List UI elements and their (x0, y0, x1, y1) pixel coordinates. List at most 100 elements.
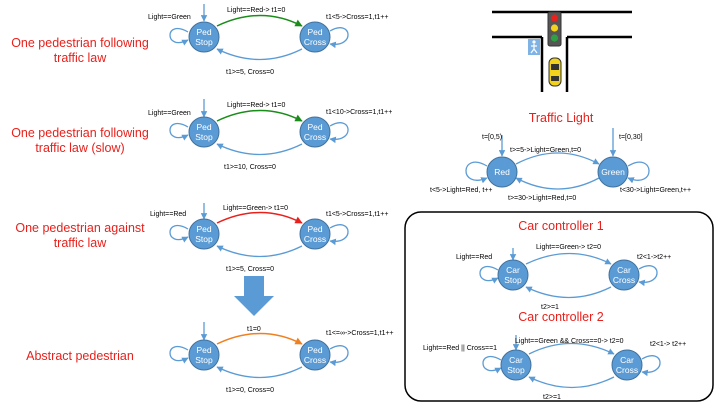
ped-diagram-2: One pedestrian following traffic law (sl… (11, 99, 392, 171)
state-red (486, 156, 518, 188)
state-label: Car (506, 265, 520, 275)
transition-stop-to-cross (216, 211, 303, 224)
state-label: Ped (196, 122, 211, 132)
car-controllers-box (404, 211, 714, 402)
state-ped-cross (299, 116, 331, 148)
traffic-light-diagram: Traffic Light t=[0,5) t=[0,30] t>=5->Lig… (430, 111, 691, 202)
transition-cross-to-stop (216, 366, 303, 379)
diagram-3-title-line-1: One pedestrian against (15, 221, 145, 235)
state-label: Car (620, 355, 634, 365)
transition-cross-to-stop (216, 143, 303, 156)
state-ped-cross (299, 339, 331, 371)
ped-diagram-4: Abstract pedestrian t1=0 t1>=0, Cross=0 … (26, 322, 394, 394)
bottom-transition-label: t1>=5, Cross=0 (226, 266, 274, 273)
init-label: Light==Red (150, 211, 186, 218)
state-label: Stop (504, 275, 522, 285)
self-loop-stop (479, 265, 499, 284)
self-loop-cross (329, 122, 349, 144)
state-label: Ped (196, 224, 211, 234)
state-label: Cross (304, 234, 326, 244)
bottom-transition-label: t2>=1 (543, 394, 561, 401)
top-transition-label: t>=5->Light=Green,t=0 (510, 147, 581, 154)
abstraction-arrow (234, 276, 274, 316)
state-label: Car (509, 355, 523, 365)
self-loop-label: t1<=∞->Cross=1,t1++ (326, 330, 394, 337)
state-label: Ped (307, 345, 322, 355)
car-controller-1-diagram: Car controller 1 Light==Red Light==Green… (456, 219, 671, 311)
self-loop-cross (329, 27, 349, 49)
transition-stop-to-cross (216, 14, 303, 27)
state-label: Car (617, 265, 631, 275)
diagram-4-title: Abstract pedestrian (26, 349, 134, 363)
state-label: Ped (307, 122, 322, 132)
state-label: Green (601, 167, 625, 177)
init-label: Light==Red (456, 254, 492, 261)
self-loop-stop (482, 355, 502, 374)
state-ped-stop (188, 218, 220, 250)
diagram-1-title-line-2: traffic law (54, 51, 108, 65)
state-car-cross (608, 259, 640, 291)
state-label: Ped (307, 27, 322, 37)
self-loop-cross (641, 355, 661, 377)
car-controller-1-title: Car controller 1 (518, 219, 603, 233)
traffic-light-icon (547, 11, 562, 47)
self-loop-red (465, 161, 488, 184)
state-ped-stop (188, 339, 220, 371)
transition-stop-to-cross (216, 109, 303, 122)
state-green (597, 156, 629, 188)
bottom-transition-label: t1>=5, Cross=0 (226, 69, 274, 76)
state-car-stop (497, 259, 529, 291)
transition-cross-to-stop (525, 286, 612, 299)
transition-red-to-green (515, 152, 600, 165)
self-loop-label: t1<5->Cross=1,t1++ (326, 211, 388, 218)
init-label: Light==Green (148, 14, 191, 21)
init-label-red: t=[0,5) (482, 134, 502, 141)
state-ped-cross (299, 21, 331, 53)
state-label: Cross (304, 132, 326, 142)
state-label: Cross (616, 365, 638, 375)
transition-stop-to-cross (216, 332, 303, 345)
car-icon (548, 57, 562, 87)
self-loop-label: t2<1-> t2++ (650, 341, 686, 348)
diagram-2-title-line-2: traffic law (slow) (35, 141, 124, 155)
self-loop-red-label: t<5->Light=Red, t++ (430, 187, 492, 194)
state-car-stop (500, 349, 532, 381)
self-loop-stop (169, 122, 189, 141)
transition-cross-to-stop (216, 245, 303, 258)
diagram-1-title-line-1: One pedestrian following (11, 36, 149, 50)
state-label: Red (494, 167, 510, 177)
bottom-transition-label: t>=30->Light=Red,t=0 (508, 195, 576, 202)
bottom-transition-label: t1>=10, Cross=0 (224, 164, 276, 171)
top-transition-label: Light==Green-> t1=0 (223, 205, 288, 212)
state-label: Cross (304, 355, 326, 365)
top-transition-label: Light==Green-> t2=0 (536, 244, 601, 251)
transition-cross-to-stop (216, 48, 303, 61)
car-controller-2-diagram: Car controller 2 Light==Red || Cross==1 … (423, 310, 686, 401)
diagram-2-title-line-1: One pedestrian following (11, 126, 149, 140)
top-transition-label: t1=0 (247, 326, 261, 333)
state-label: Stop (507, 365, 525, 375)
state-label: Ped (307, 224, 322, 234)
init-label: Light==Red || Cross==1 (423, 345, 497, 352)
bottom-transition-label: t1>=0, Cross=0 (226, 387, 274, 394)
self-loop-green-label: t<30->Light=Green,t++ (620, 187, 691, 194)
state-ped-stop (188, 21, 220, 53)
state-label: Ped (196, 27, 211, 37)
state-car-cross (611, 349, 643, 381)
state-label: Stop (195, 37, 213, 47)
ped-diagram-1: One pedestrian following traffic law Lig… (11, 4, 388, 76)
state-ped-cross (299, 218, 331, 250)
top-transition-label: Light==Green && Cross==0-> t2=0 (515, 338, 624, 345)
pedestrian-sign-icon (528, 39, 540, 55)
transition-cross-to-stop (528, 376, 615, 389)
traffic-light-title: Traffic Light (529, 111, 594, 125)
transition-stop-to-cross (525, 252, 612, 265)
car-controller-2-title: Car controller 2 (518, 310, 603, 324)
state-ped-stop (188, 116, 220, 148)
state-label: Stop (195, 132, 213, 142)
self-loop-stop (169, 27, 189, 46)
state-label: Stop (195, 355, 213, 365)
init-label: Light==Green (148, 110, 191, 117)
top-transition-label: Light==Red-> t1=0 (227, 102, 285, 109)
